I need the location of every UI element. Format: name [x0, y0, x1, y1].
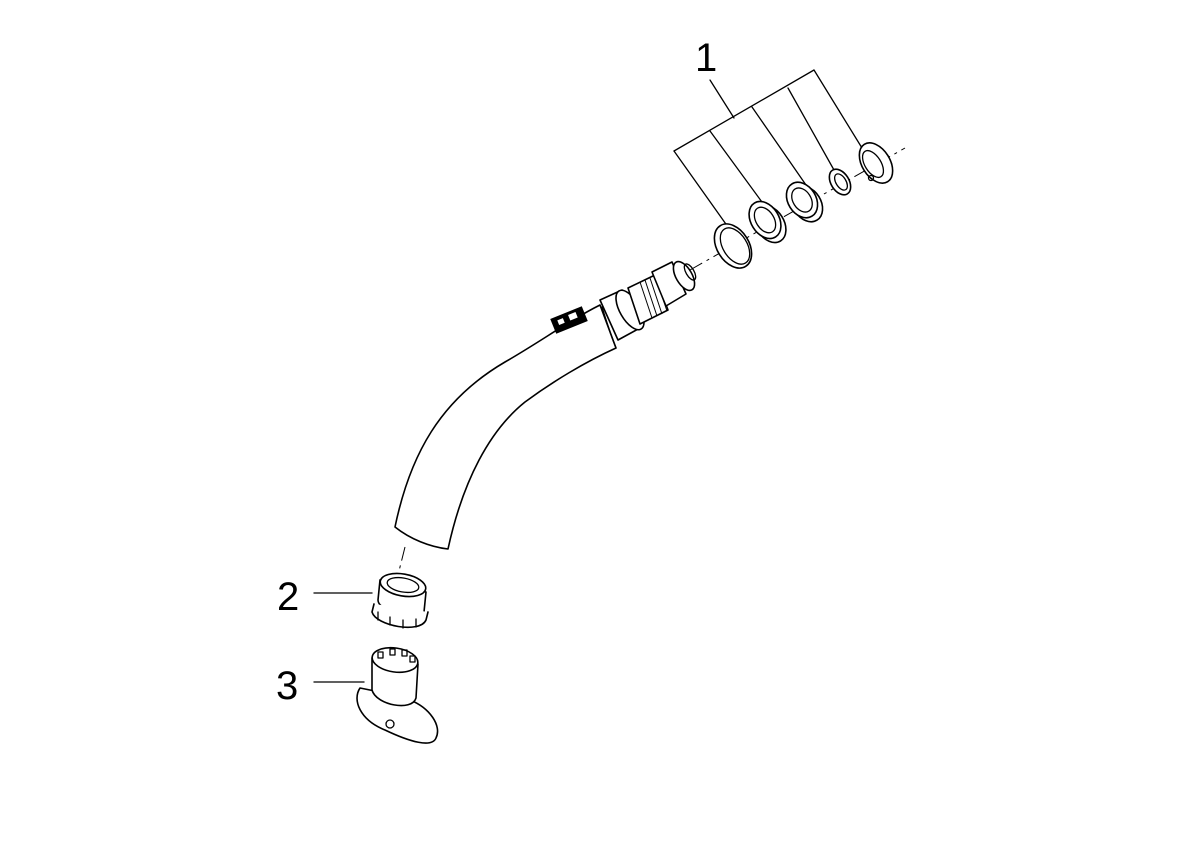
callout-1-leader-lines	[673, 69, 863, 228]
part-2-aerator	[313, 572, 429, 629]
part-3-aerator-key	[313, 646, 439, 744]
assembly-axis-line	[397, 147, 906, 576]
callout-label-1: 1	[695, 36, 718, 80]
callout-label-3: 3	[276, 664, 299, 708]
callout-label-2: 2	[277, 575, 300, 619]
brand-logo-mark	[550, 306, 588, 334]
part-1-ring-set	[713, 142, 894, 269]
spout-tube	[394, 260, 697, 550]
